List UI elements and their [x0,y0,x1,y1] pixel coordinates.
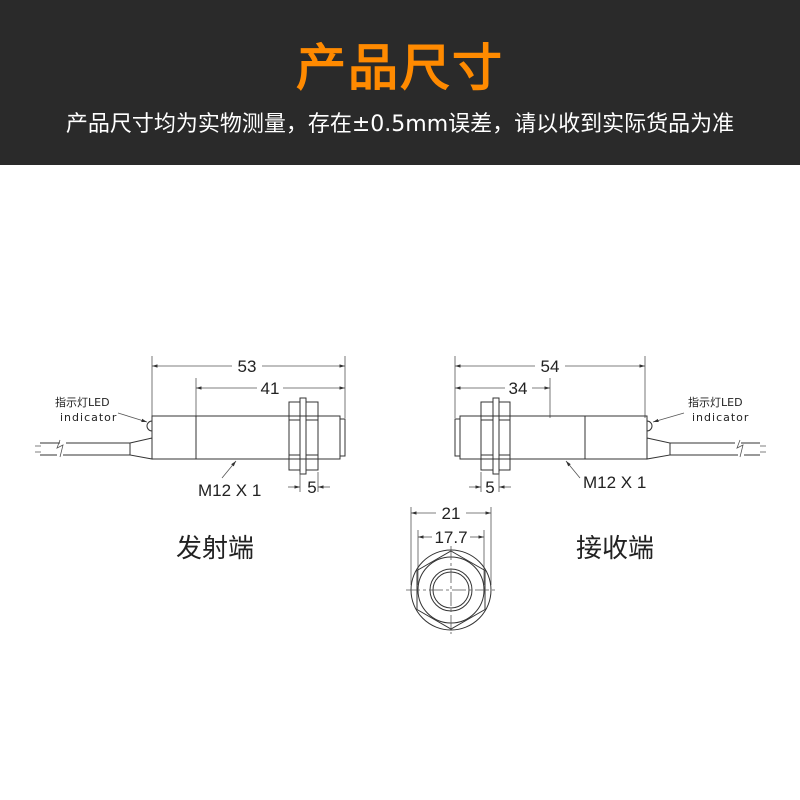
emitter-drawing: 53 41 5 M12 X 1 指示灯LED indicator 发射端 [35,356,346,564]
front-view-drawing: 21 17.7 [406,504,496,634]
outer-diameter-dim: 21 [442,504,461,523]
receiver-nut-dim: 5 [485,478,494,497]
emitter-nut-dim: 5 [307,478,316,497]
emitter-led-label-cn: 指示灯LED [55,395,110,409]
emitter-thread-spec: M12 X 1 [198,481,261,500]
emitter-label: 发射端 [176,534,254,564]
page-title: 产品尺寸 [296,39,504,97]
emitter-thread-length-dim: 41 [261,379,280,398]
receiver-led-label-en: indicator [692,411,749,424]
receiver-length-dim: 54 [541,357,560,376]
emitter-led-label-en: indicator [60,411,117,424]
page-subtitle: 产品尺寸均为实物测量，存在±0.5mm误差，请以收到实际货品为准 [65,112,735,137]
receiver-thread-spec: M12 X 1 [583,473,646,492]
receiver-thread-length-dim: 34 [509,379,528,398]
inner-diameter-dim: 17.7 [434,528,467,547]
receiver-led-label-cn: 指示灯LED [688,395,743,409]
emitter-length-dim: 53 [238,357,257,376]
receiver-drawing: 54 34 5 M12 X 1 指示灯LED indicator 接收端 [454,356,766,564]
receiver-label: 接收端 [576,534,654,564]
header-banner: 产品尺寸 产品尺寸均为实物测量，存在±0.5mm误差，请以收到实际货品为准 [0,0,800,165]
dimension-diagram: 53 41 5 M12 X 1 指示灯LED indicator 发射端 [35,356,766,634]
